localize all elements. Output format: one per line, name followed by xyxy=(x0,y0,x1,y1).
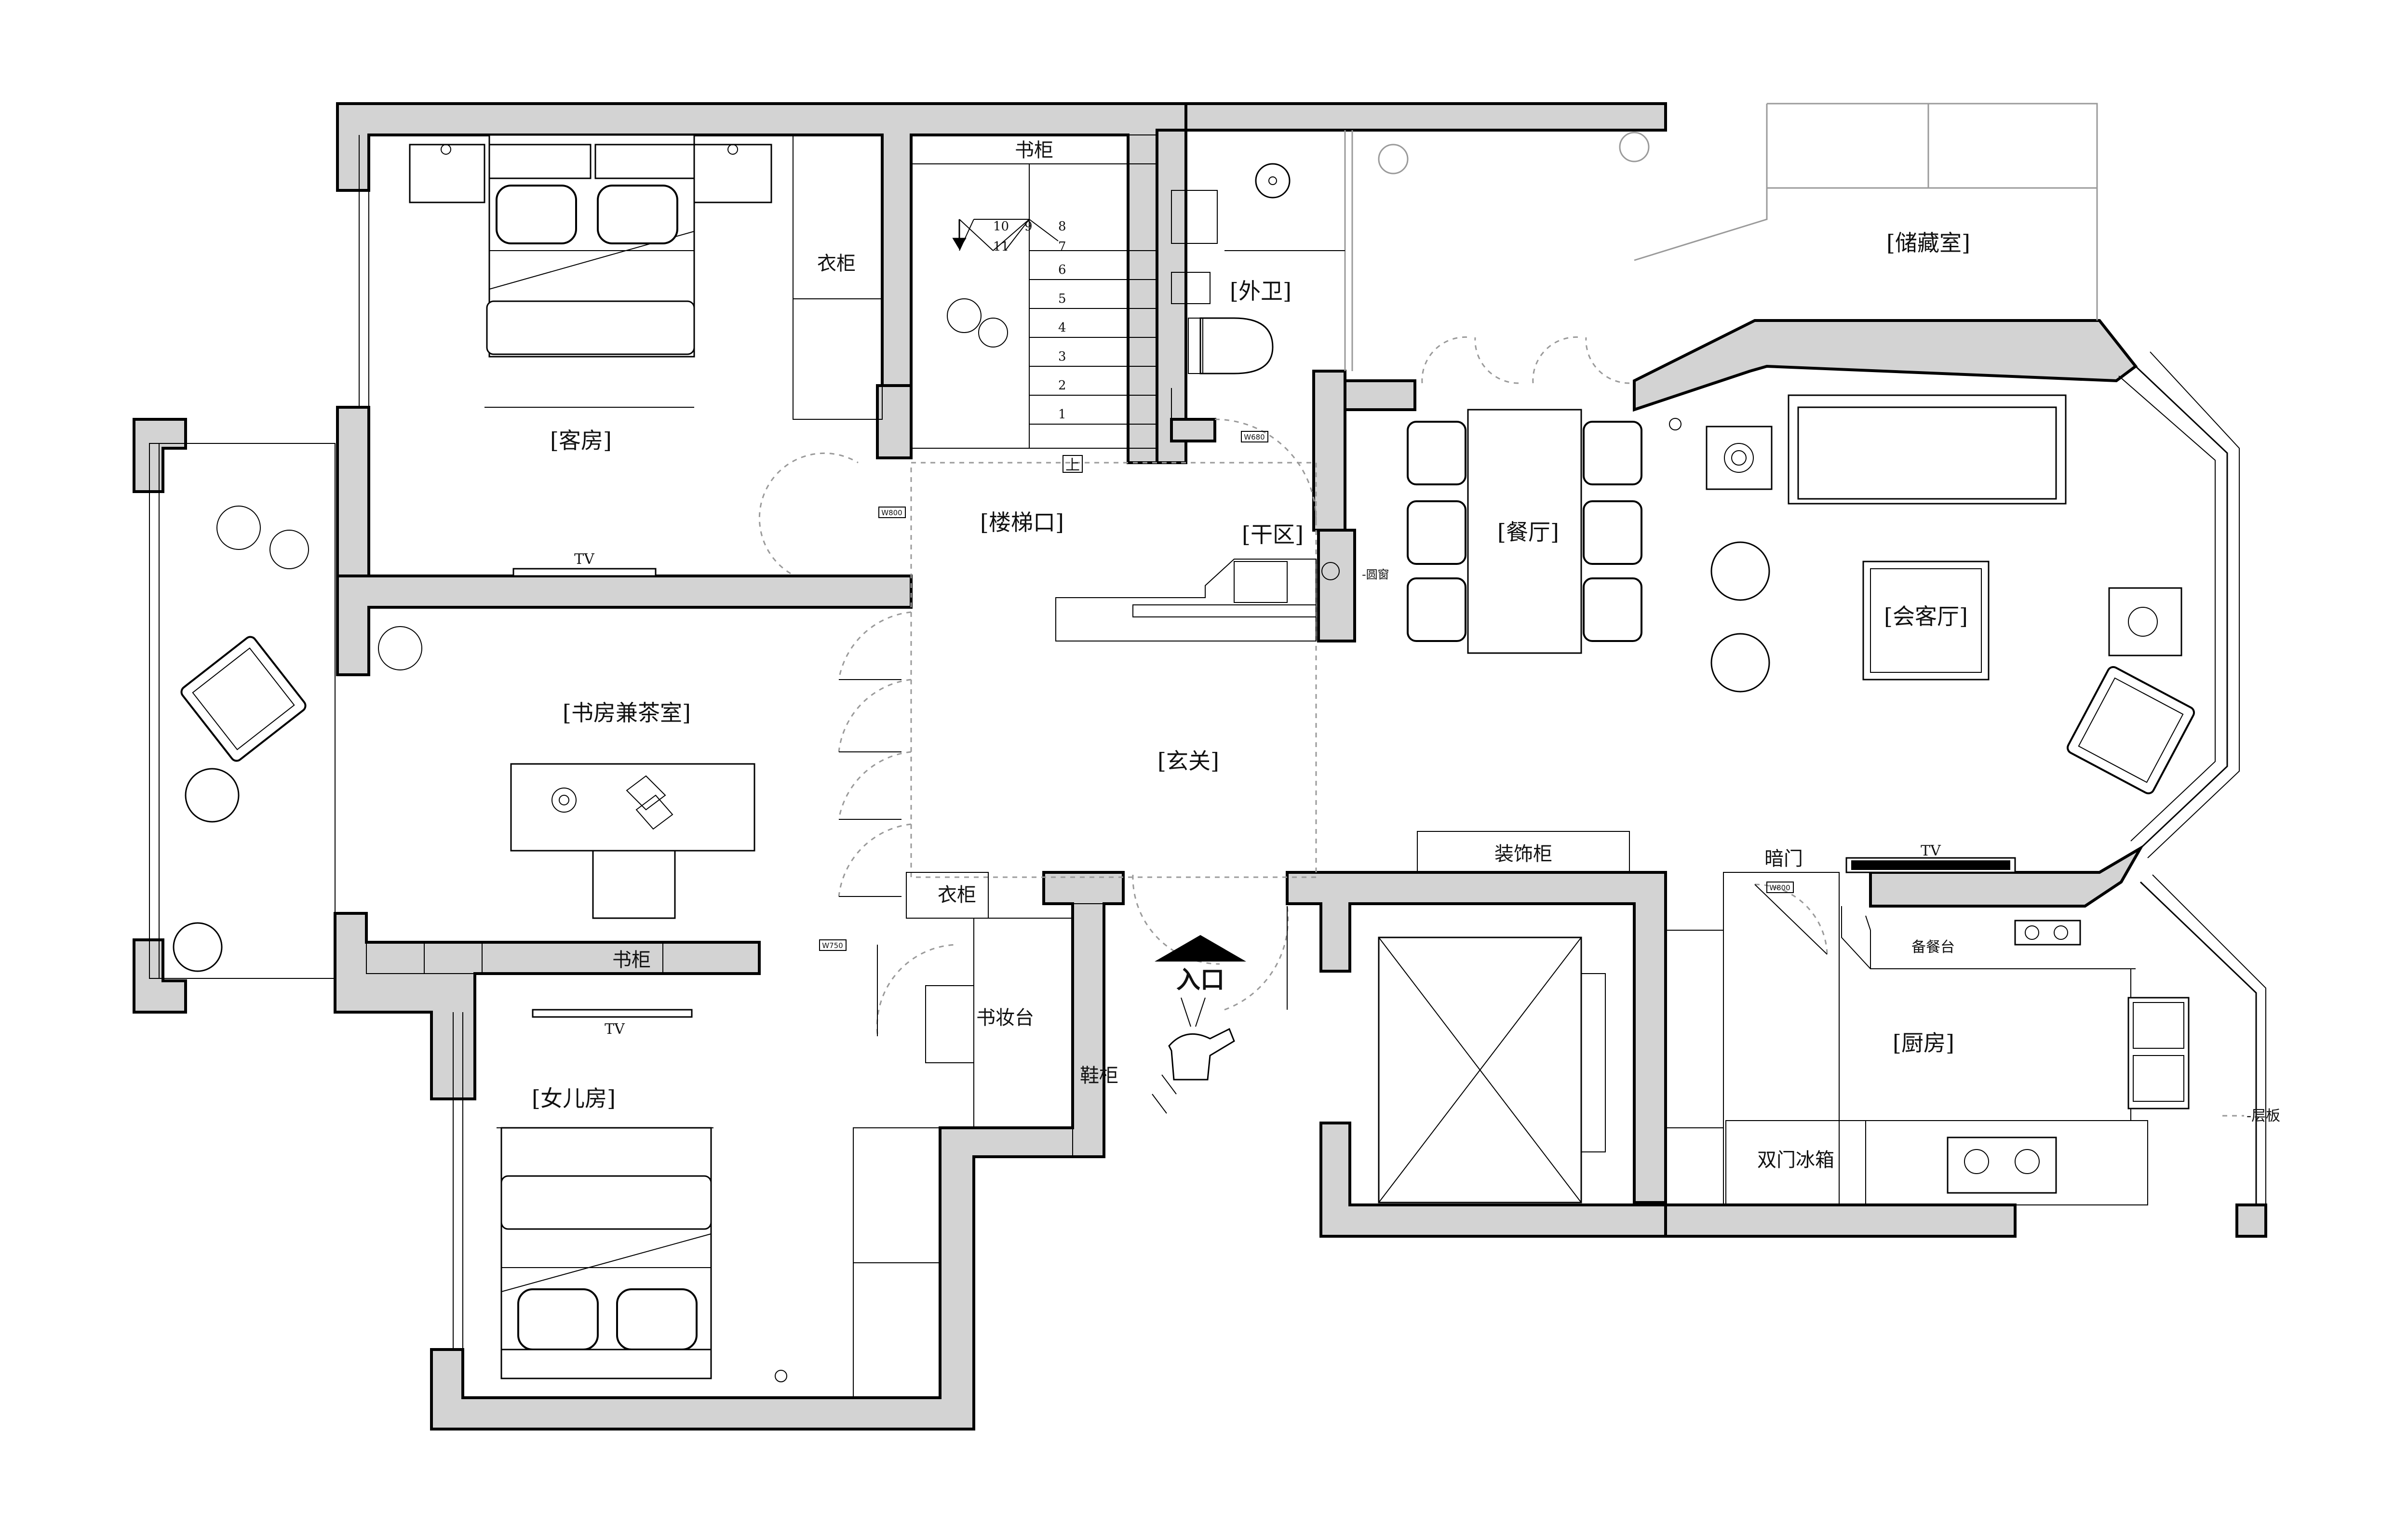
balcony-chair xyxy=(180,636,307,762)
stair-step-3: 3 xyxy=(1058,349,1066,364)
entrance-marker: 入口 xyxy=(1152,935,1246,1114)
wall-guest-study xyxy=(336,575,913,676)
wall-stair-pier xyxy=(876,384,913,459)
label-decor-cabinet: 装饰柜 xyxy=(1494,843,1552,865)
room-label-storage: [储藏室] xyxy=(1886,230,1970,256)
furniture xyxy=(173,132,2195,1382)
door-tag-w750: W750 xyxy=(822,941,843,950)
wall-guest-west xyxy=(336,406,370,580)
tv-screen xyxy=(1851,860,2010,870)
wall-balcony-nw xyxy=(133,418,187,493)
label-shoe-cabinet: 鞋柜 xyxy=(1080,1065,1118,1087)
label-window-note: -圆窗 xyxy=(1362,568,1389,581)
wall-bath-east xyxy=(1312,370,1346,532)
wall-reception-south xyxy=(1869,844,2145,908)
door-tags: W800 W680 W750 W800 xyxy=(819,431,1794,951)
wash-basin-icon xyxy=(1255,163,1291,199)
wall-daughter-room xyxy=(430,871,1125,1430)
label-vanity: 书妆台 xyxy=(976,1007,1034,1029)
room-label-guest: [客房] xyxy=(550,428,612,454)
room-label-reception: [会客厅] xyxy=(1884,603,1968,629)
stair-up-label: 上 xyxy=(1065,457,1080,474)
stair-step-1: 1 xyxy=(1058,407,1066,422)
sink-icon xyxy=(2127,997,2190,1110)
label-bookcase-study: 书柜 xyxy=(612,949,651,971)
entrance-label: 入口 xyxy=(1176,966,1224,994)
label-tv-guest: TV xyxy=(574,551,595,568)
label-shelf-note: -层板 xyxy=(2247,1108,2280,1124)
stair-step-5: 5 xyxy=(1058,292,1066,306)
guest-bed xyxy=(484,134,695,408)
furniture-labels: 衣柜 书柜 TV 书柜 TV 衣柜 书妆台 鞋柜 装饰柜 暗门 TV 备餐台 双… xyxy=(574,139,2280,1171)
label-prep-counter: 备餐台 xyxy=(1911,939,1955,956)
balcony-side-table xyxy=(185,768,240,823)
walls xyxy=(133,102,2267,1430)
bath-plant-icon xyxy=(1378,132,1650,174)
toilet-icon xyxy=(1199,317,1274,374)
person-icon xyxy=(1152,997,1235,1114)
door-tag-w800-kitchen: W800 xyxy=(1769,883,1790,892)
lamp-icon xyxy=(775,1370,787,1382)
wall-balcony-sw xyxy=(133,938,187,1014)
stair-step-9: 9 xyxy=(1024,219,1033,234)
prep-cooktop-icon xyxy=(2014,920,2081,946)
room-label-outer-bath: [外卫] xyxy=(1230,278,1291,304)
label-tv-daughter: TV xyxy=(605,1021,625,1038)
label-wardrobe-small: 衣柜 xyxy=(938,884,976,906)
outlines xyxy=(149,103,2266,1398)
stair-step-7: 7 xyxy=(1058,240,1066,254)
room-labels: [客房] [楼梯口] [外卫] [储藏室] [餐厅] [干区] [会客厅] [书… xyxy=(532,230,1970,1111)
wall-kitchen-se xyxy=(2235,1203,2267,1238)
stair-direction-arrow-icon xyxy=(952,219,967,250)
wall-reception-north xyxy=(1633,319,2138,412)
wall-bath-north xyxy=(1184,102,1667,132)
stair-step-10: 10 xyxy=(993,219,1009,234)
stair-step-4: 4 xyxy=(1058,321,1066,335)
basin-icon xyxy=(173,922,223,972)
stair-step-6: 6 xyxy=(1058,263,1066,277)
room-label-foyer: [玄关] xyxy=(1157,748,1219,774)
guest-tv xyxy=(512,568,657,577)
guest-nightstand-left xyxy=(409,144,485,203)
entrance-arrow-icon xyxy=(1155,935,1246,962)
reception-furniture xyxy=(1669,394,2195,873)
label-fridge: 双门冰箱 xyxy=(1757,1149,1834,1171)
stair-step-11: 11 xyxy=(993,240,1009,254)
label-wardrobe-guest: 衣柜 xyxy=(817,253,856,275)
door-tag-w800-stair: W800 xyxy=(881,508,902,517)
room-label-daughter: [女儿房] xyxy=(532,1085,616,1111)
wall-kitchen-south xyxy=(1664,1203,2017,1238)
room-label-kitchen: [厨房] xyxy=(1893,1030,1954,1056)
daughter-tv xyxy=(532,1009,693,1018)
stove-icon xyxy=(1947,1136,2057,1194)
stair-step-2: 2 xyxy=(1058,378,1066,393)
stair-step-8: 8 xyxy=(1058,219,1066,234)
door-swings xyxy=(758,336,1828,1036)
lamp-icon xyxy=(441,144,451,155)
daughter-bed xyxy=(497,1127,713,1379)
label-hidden-door: 暗门 xyxy=(1764,848,1803,870)
label-tv-reception: TV xyxy=(1921,842,1941,859)
wall-bath-south xyxy=(1170,418,1216,442)
wall-study-daughter xyxy=(334,912,761,1100)
dining-set xyxy=(1407,409,1642,654)
guest-nightstand-right xyxy=(693,144,772,203)
stairs: 1 2 3 4 5 6 7 8 9 10 11 上 xyxy=(952,219,1157,474)
wall-central-south xyxy=(1319,1122,1667,1238)
room-label-dry-zone: [干区] xyxy=(1242,521,1304,548)
room-label-study-tea: [书房兼茶室] xyxy=(563,700,691,726)
room-label-stair-landing: [楼梯口] xyxy=(980,509,1064,535)
room-label-dining: [餐厅] xyxy=(1497,519,1559,545)
plant-icon xyxy=(216,298,2158,670)
lamp-icon xyxy=(727,144,738,155)
study-desk xyxy=(510,763,755,919)
door-tag-w680: W680 xyxy=(1244,433,1265,441)
label-bookcase-stair: 书柜 xyxy=(1015,139,1053,161)
wall-dining-pier xyxy=(1317,529,1356,642)
